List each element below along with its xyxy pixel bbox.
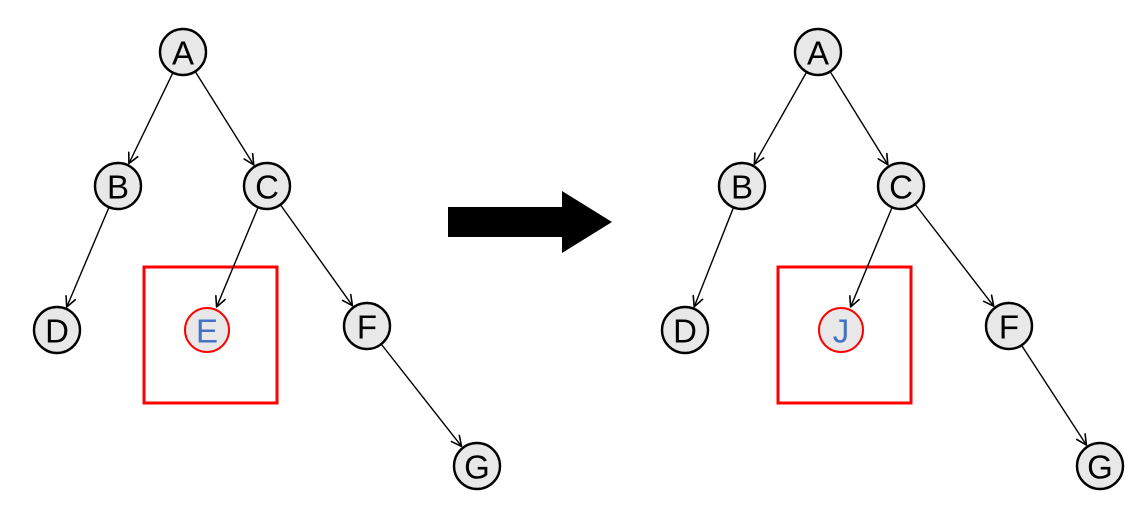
tree-node-circle-after-G [1075, 441, 1125, 491]
tree-node-label-before-C: C [255, 169, 279, 206]
tree-before: A B C D E F G [32, 27, 502, 491]
tree-node-label-before-A: A [172, 35, 194, 72]
tree-node-label-after-D: D [673, 313, 697, 350]
tree-node-circle-after-C [876, 161, 926, 211]
edge-B-D [692, 208, 734, 308]
tree-node-label-before-B: B [107, 169, 129, 206]
tree-node-label-before-D: D [45, 313, 69, 350]
highlight-box-after [776, 265, 913, 405]
tree-after: A B C D J F G [660, 27, 1125, 491]
tree-node-circle-before-A [158, 27, 208, 77]
edge-B-D [65, 207, 110, 308]
tree-node-circle-after-D [660, 305, 710, 355]
tree-node-circle-before-F [342, 301, 392, 351]
tree-node-label-after-J: J [833, 313, 850, 350]
tree-node-circle-before-G [452, 441, 502, 491]
tree-node-circle-after-J [818, 307, 864, 353]
tree-node-circle-before-B [93, 161, 143, 211]
edge-C-J [849, 207, 893, 308]
edge-F-G [1021, 345, 1088, 446]
edge-F-G [381, 344, 463, 448]
tree-node-label-after-G: G [1087, 449, 1113, 486]
edge-A-C [195, 71, 255, 166]
tree-node-label-after-C: C [889, 169, 913, 206]
tree-node-label-after-B: B [731, 169, 753, 206]
tree-node-circle-before-C [242, 161, 292, 211]
tree-node-circle-before-D [32, 305, 82, 355]
tree-node-label-before-G: G [464, 449, 490, 486]
transform-arrow [448, 191, 612, 253]
tree-node-circle-after-B [717, 161, 767, 211]
tree-node-circle-after-F [984, 301, 1034, 351]
tree-node-circle-before-E [184, 307, 230, 353]
edge-C-E [215, 207, 259, 308]
edge-A-C [830, 72, 889, 166]
tree-node-label-after-A: A [807, 35, 829, 72]
edge-A-B [127, 73, 174, 165]
tree-node-label-before-F: F [357, 309, 377, 346]
highlight-box-before [142, 265, 279, 405]
tree-node-label-after-F: F [999, 309, 1019, 346]
tree-node-label-before-E: E [196, 313, 218, 350]
tree-node-circle-after-A [793, 27, 843, 77]
edge-C-F [915, 204, 995, 308]
edge-C-F [280, 205, 354, 307]
edge-A-B [753, 72, 807, 166]
